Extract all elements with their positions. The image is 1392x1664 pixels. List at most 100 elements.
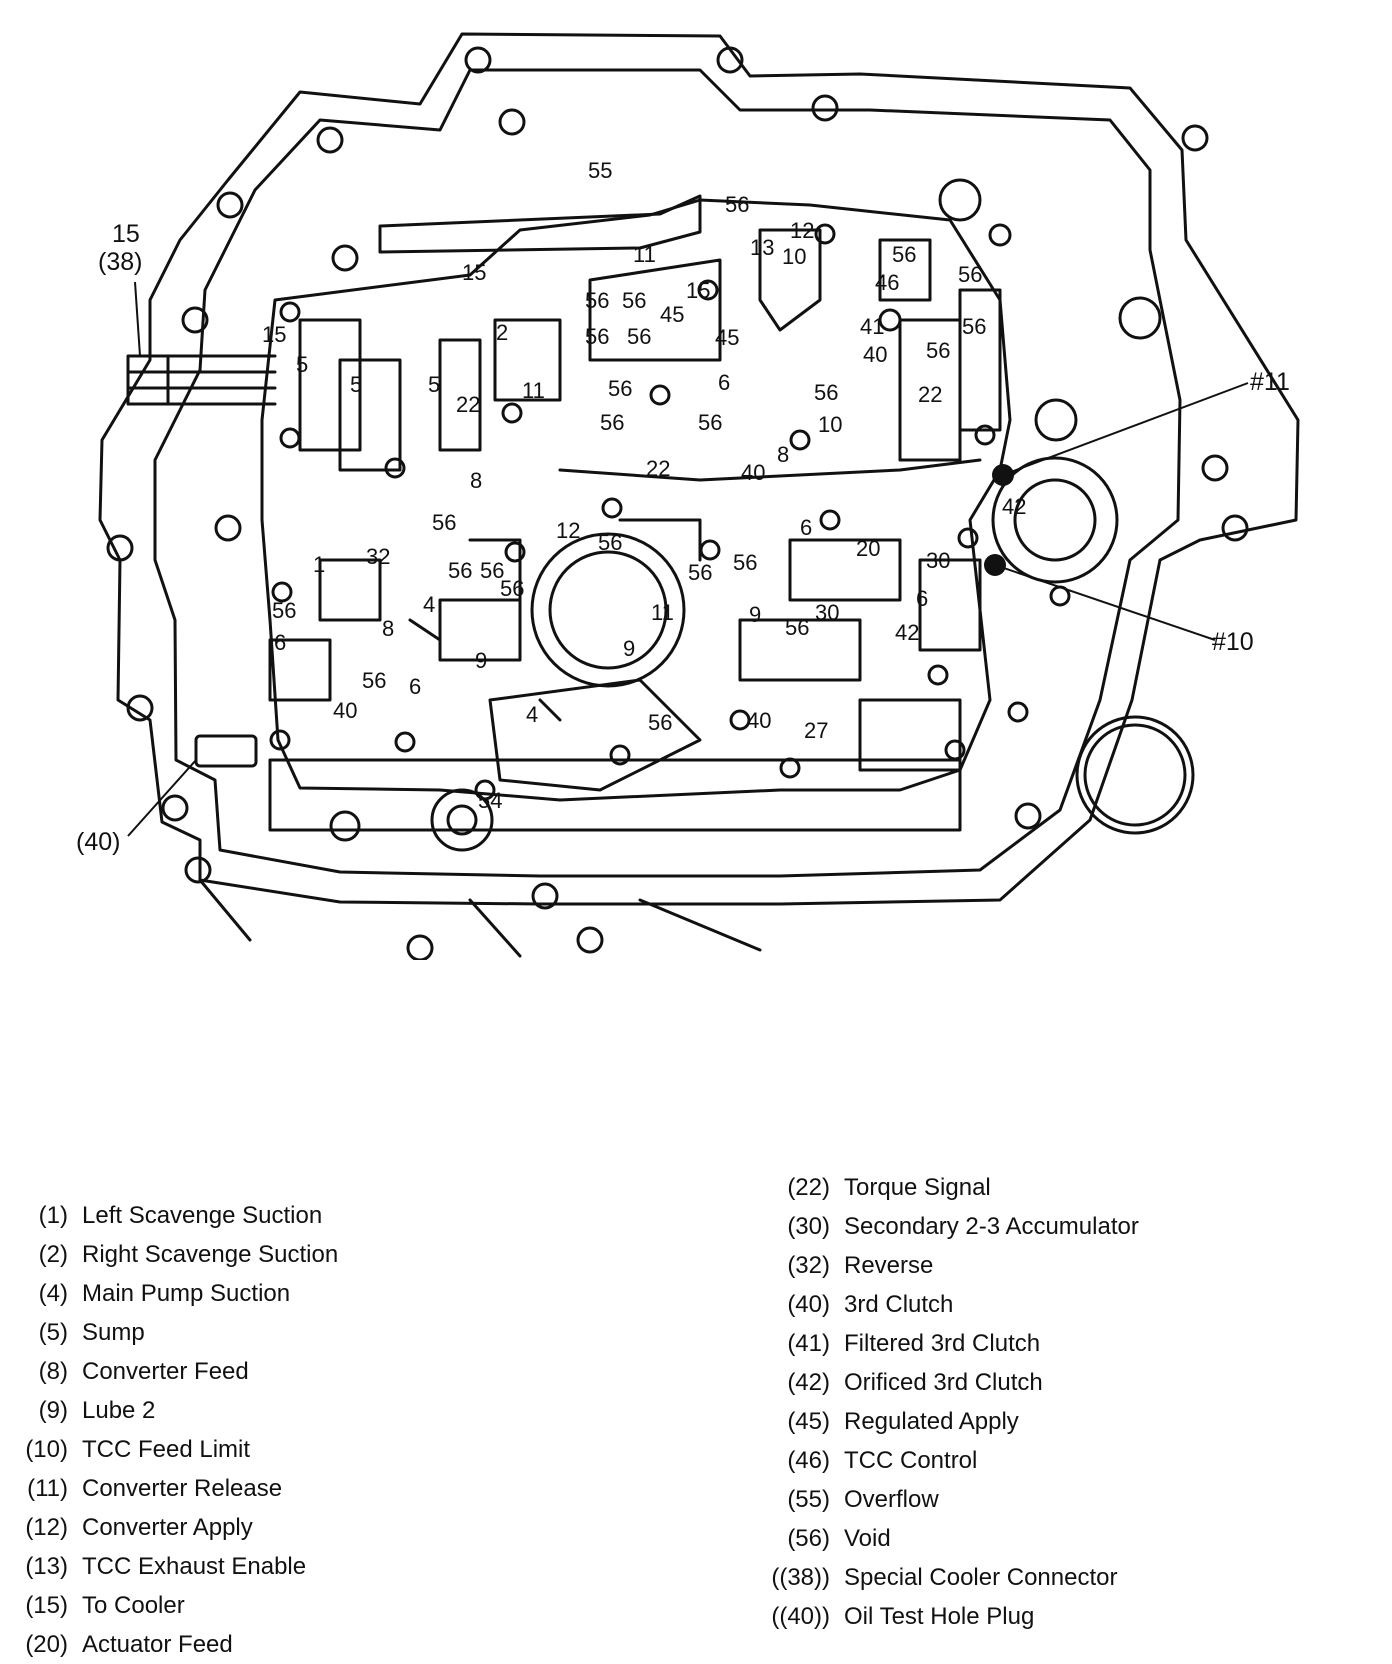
legend-item: (56)Void [744, 1519, 1139, 1558]
passage-label: 56 [362, 668, 386, 693]
passage-label: 56 [622, 288, 646, 313]
legend-label: TCC Exhaust Enable [82, 1553, 307, 1580]
passage-label: 1 [313, 552, 325, 577]
passage-label: 41 [860, 314, 884, 339]
passage-label: 12 [556, 518, 580, 543]
passage-label: 9 [475, 648, 487, 673]
legend-label: Overflow [844, 1486, 939, 1513]
callout-40: (40) [76, 828, 120, 856]
legend-number: (40) [787, 1291, 830, 1318]
legend-number: (11) [27, 1475, 68, 1502]
legend-label: Regulated Apply [844, 1408, 1019, 1435]
legend-label: Main Pump Suction [82, 1280, 291, 1307]
passage-label: 56 [958, 262, 982, 287]
legend-number: (8) [38, 1358, 68, 1385]
large-seal-ring-inner [1083, 723, 1187, 827]
passage-label: 8 [382, 616, 394, 641]
legend-label: Converter Apply [82, 1514, 253, 1541]
legend-item: (30)Secondary 2-3 Accumulator [744, 1207, 1139, 1246]
passage-label: 22 [646, 456, 670, 481]
legend-item: (20)Actuator Feed [4, 1625, 338, 1664]
passage-label: 4 [423, 592, 435, 617]
large-seal-ring [1075, 715, 1195, 835]
passage-label: 15 [262, 322, 286, 347]
legend-item: (10) TCC Feed Limit [4, 1430, 338, 1469]
passage-label: 5 [296, 352, 308, 377]
passage-label: 56 [698, 410, 722, 435]
legend-label: Void [844, 1525, 891, 1552]
cooler-connector [126, 354, 277, 406]
passage-label: 20 [856, 536, 880, 561]
legend-number: (10) [25, 1436, 68, 1463]
legend-item: ((40))Oil Test Hole Plug [744, 1597, 1139, 1636]
passage-label: 6 [274, 630, 286, 655]
passage-label: 56 [688, 560, 712, 585]
passage-label: 56 [648, 710, 672, 735]
passage-label: 55 [588, 158, 612, 183]
passage-label: 10 [782, 244, 806, 269]
passage-label: 15 [462, 260, 486, 285]
legend-label: 3rd Clutch [844, 1291, 954, 1318]
passage-label: 11 [651, 600, 674, 625]
passage-label: 56 [598, 530, 622, 555]
legend-label: Special Cooler Connector [844, 1564, 1118, 1591]
legend-item: (1)Left Scavenge Suction [4, 1196, 338, 1235]
passage-label: 45 [660, 302, 684, 327]
passage-label: 56 [926, 338, 950, 363]
passage-label: 56 [432, 510, 456, 535]
passage-label: 12 [790, 218, 814, 243]
legend-item: ((38))Special Cooler Connector [744, 1558, 1139, 1597]
passage-label: 40 [333, 698, 357, 723]
passage-label: 56 [585, 324, 609, 349]
legend-number: (12) [25, 1514, 68, 1541]
legend-number: (32) [787, 1252, 830, 1279]
passage-label: 56 [892, 242, 916, 267]
plug-port [430, 788, 494, 852]
legend-number: (30) [787, 1213, 830, 1240]
legend-item: (32)Reverse [744, 1246, 1139, 1285]
bottom-cut-lines [198, 878, 762, 958]
passage-label: 42 [1002, 494, 1026, 519]
legend-label: Filtered 3rd Clutch [844, 1330, 1041, 1357]
plug-port-inner [446, 804, 478, 836]
legend-item: (46)TCC Control [744, 1441, 1139, 1480]
passage-label: 40 [741, 460, 765, 485]
legend-item: (42)Orificed 3rd Clutch [744, 1363, 1139, 1402]
legend-label: Actuator Feed [82, 1631, 233, 1658]
passage-label: 56 [480, 558, 504, 583]
passage-label: 56 [500, 576, 524, 601]
gasket-inner-outline [153, 68, 1182, 878]
passage-label: 30 [815, 600, 839, 625]
passage-label: 54 [478, 788, 502, 813]
callout-15: 15 [112, 220, 140, 248]
passage-label: 6 [800, 515, 812, 540]
passage-label: 27 [804, 718, 828, 743]
leader-40 [127, 759, 197, 837]
legend-item: (55) Overflow [744, 1480, 1139, 1519]
legend-number: (22) [787, 1174, 830, 1201]
passage-label: 6 [409, 674, 421, 699]
passage-label: 56 [272, 598, 296, 623]
legend-label: Right Scavenge Suction [82, 1241, 339, 1268]
legend-item: (4) Main Pump Suction [4, 1274, 338, 1313]
legend-label: Converter Release [82, 1475, 283, 1502]
legend-item: (2) Right Scavenge Suction [4, 1235, 339, 1274]
oil-test-plug [194, 734, 258, 768]
legend-item: (15)To Cooler [4, 1586, 338, 1625]
passage-label: 56 [627, 324, 651, 349]
legend-label: TCC Feed Limit [82, 1436, 251, 1463]
passage-label: 15 [686, 278, 710, 303]
legend-number: (41) [787, 1330, 830, 1357]
legend-number: (13) [25, 1553, 68, 1580]
legend-number: (4) [38, 1280, 68, 1307]
fluid-passages [268, 228, 1002, 792]
passage-label: 11 [522, 378, 545, 403]
legend-number: (2) [38, 1241, 68, 1268]
legend-label: Sump [82, 1319, 145, 1346]
pump-bore-ring [530, 532, 686, 688]
legend-number: (55) [787, 1486, 830, 1513]
passage-label: 22 [918, 382, 942, 407]
accumulator-bore [991, 456, 1119, 584]
